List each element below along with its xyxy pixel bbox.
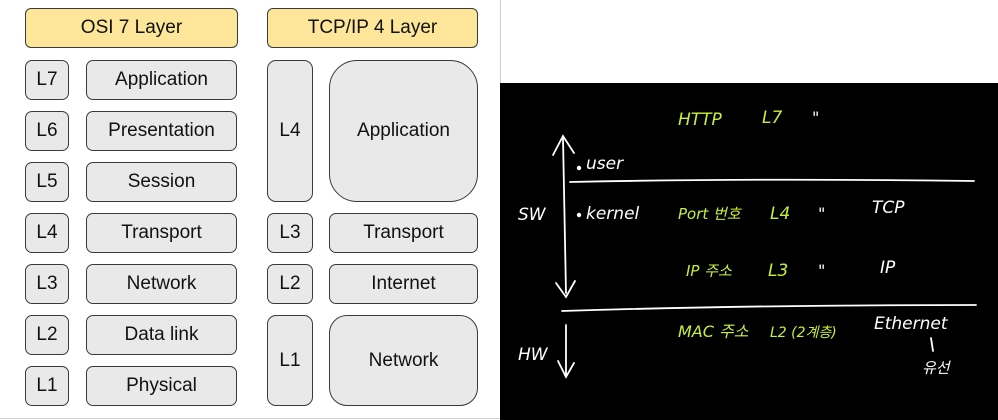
handwritten-notes-panel: SW HW user kernel " " " TCP IP Ethernet … (500, 83, 998, 420)
ethernet-label: Ethernet (874, 314, 949, 334)
tcpip-layer-name: Network (329, 315, 478, 406)
handwritten-notes-drawing: SW HW user kernel " " " TCP IP Ethernet … (518, 108, 977, 379)
kernel-label: kernel (586, 204, 640, 224)
ditto-l7: " (812, 108, 819, 127)
osi-layer-id: L2 (25, 315, 69, 355)
sw-hw-divider (561, 304, 977, 312)
osi-layer-name: Network (86, 264, 237, 304)
kernel-bullet (576, 212, 582, 218)
ip-addr-label: IP 주소 (686, 262, 732, 280)
l4-label: L4 (770, 204, 790, 224)
sw-arrow-line (562, 137, 567, 294)
osi-layer-name: Presentation (86, 111, 237, 151)
osi-layer-id: L3 (25, 264, 69, 304)
osi-layer-id: L1 (25, 366, 69, 406)
osi-layer-id: L5 (25, 162, 69, 202)
ditto-l3: " (818, 261, 825, 280)
port-label: Port 번호 (678, 205, 742, 223)
tcpip-layer-id: L3 (267, 213, 313, 253)
osi-layer-name: Transport (86, 213, 237, 253)
l3-label: L3 (768, 261, 788, 281)
osi-layer-name: Application (86, 60, 237, 100)
ip-label: IP (880, 258, 896, 278)
tcpip-header: TCP/IP 4 Layer (267, 8, 478, 48)
tcpip-layer-id: L2 (267, 264, 313, 304)
layer-comparison-panel: OSI 7 Layer TCP/IP 4 Layer L7 L6 L5 L4 L… (0, 0, 501, 419)
osi-layer-name: Data link (86, 315, 237, 355)
tcpip-layer-id: L4 (267, 60, 313, 202)
tcp-label: TCP (872, 198, 905, 218)
sw-arrow-head-down (555, 280, 576, 299)
sw-arrow-head-up (552, 134, 575, 156)
user-kernel-divider (569, 178, 975, 183)
tcpip-layer-name: Internet (329, 264, 478, 304)
l2-label: L2 (2계층) (770, 325, 837, 341)
l7-label: L7 (762, 108, 782, 128)
osi-header: OSI 7 Layer (25, 8, 238, 48)
mac-label: MAC 주소 (678, 322, 749, 341)
osi-layer-id: L7 (25, 60, 69, 100)
tcpip-layer-name: Transport (329, 213, 478, 253)
osi-layer-name: Session (86, 162, 237, 202)
ethernet-sub-label: 유선 (922, 359, 952, 377)
tcpip-layer-id: L1 (267, 315, 313, 406)
hw-label: HW (518, 345, 549, 365)
hw-arrow-head (557, 360, 575, 379)
user-bullet (576, 165, 582, 171)
ditto-l4: " (818, 204, 825, 223)
sw-label: SW (518, 205, 547, 225)
osi-layer-name: Physical (86, 366, 237, 406)
tcpip-layer-name: Application (329, 60, 478, 202)
http-label: HTTP (678, 110, 723, 130)
ethernet-tick (930, 337, 934, 352)
user-label: user (586, 154, 624, 174)
osi-layer-id: L4 (25, 213, 69, 253)
osi-layer-id: L6 (25, 111, 69, 151)
